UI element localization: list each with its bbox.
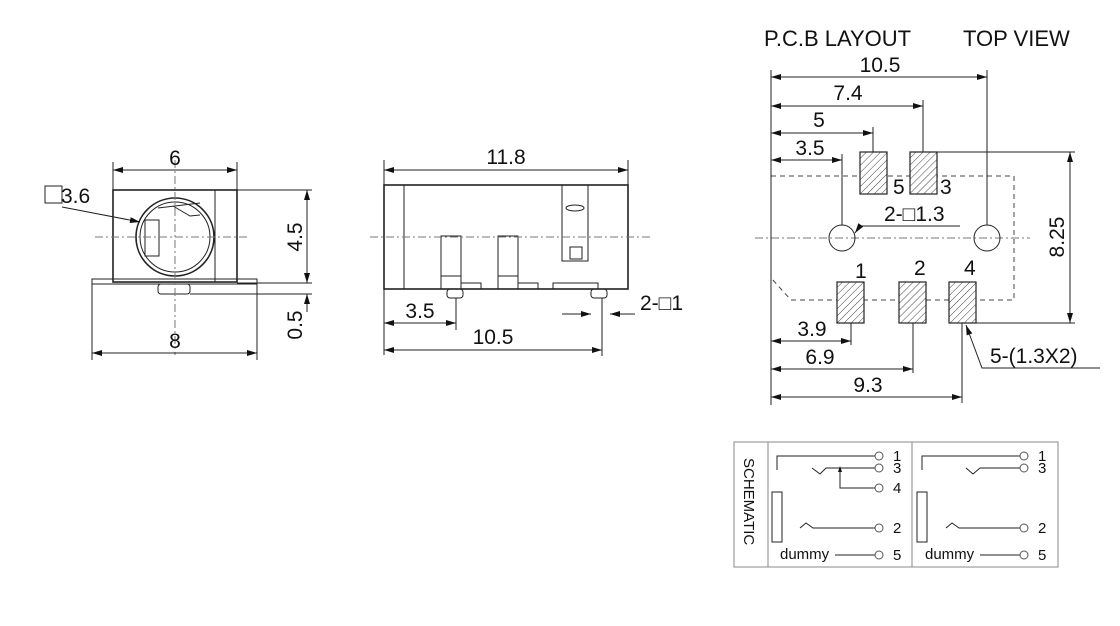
dim-height: 4.5 (284, 222, 307, 251)
pin-label: 1 (1038, 448, 1046, 465)
pad-5 (859, 151, 888, 195)
view-title: TOP VIEW (963, 26, 1070, 51)
pad-label: 2 (914, 257, 926, 280)
pad-4 (948, 281, 977, 324)
pad-label: 1 (855, 260, 867, 283)
dim-pin-size: 2-□1 (640, 292, 683, 315)
pad-label: 4 (964, 257, 976, 280)
dim-base: 8 (169, 330, 181, 353)
schematic: SCHEMATIC 1 3 4 2 5 dummy 1 3 2 5 dummy (733, 441, 1059, 568)
pin-label: 3 (1038, 460, 1046, 477)
dim-width: 6 (169, 147, 181, 170)
dim-pin2: 10.5 (473, 326, 514, 349)
pcb-layout: P.C.B LAYOUT TOP VIEW 5 3 1 2 4 10.5 7.4… (755, 26, 1100, 405)
dim-length: 11.8 (486, 146, 525, 169)
dummy-label: dummy (925, 546, 975, 563)
pad-label: 5 (893, 176, 905, 199)
pin-label: 2 (1038, 520, 1046, 537)
pin-label: 1 (893, 448, 901, 465)
pad-label: 3 (940, 176, 952, 199)
dim-label: 3.5 (795, 137, 824, 160)
front-view: 6 4.5 0.5 8 3.6 (44, 147, 312, 360)
dim-label: 8.25 (1046, 217, 1069, 258)
pcb-title: P.C.B LAYOUT (764, 26, 911, 51)
pad-3 (909, 151, 938, 195)
pad-2 (898, 281, 927, 324)
hole-note: 2-□1.3 (884, 203, 945, 226)
dim-label: 10.5 (860, 54, 901, 77)
schematic-title: SCHEMATIC (740, 458, 757, 545)
dim-pin: 0.5 (284, 310, 307, 339)
dim-hole: 3.6 (61, 185, 90, 208)
pin-label: 2 (893, 520, 901, 537)
pin-label: 4 (893, 480, 901, 497)
pad-note: 5-(1.3X2) (990, 345, 1078, 368)
pad-1 (836, 281, 865, 324)
jack-body (112, 189, 238, 283)
dim-label: 5 (813, 109, 825, 132)
pin-label: 5 (1038, 547, 1046, 564)
dummy-label: dummy (780, 546, 830, 563)
dim-label: 6.9 (805, 346, 834, 369)
dim-pin1: 3.5 (405, 300, 434, 323)
dim-label: 7.4 (833, 82, 863, 105)
dim-label: 3.9 (797, 318, 826, 341)
dim-label: 9.3 (853, 374, 882, 397)
pin-label: 3 (893, 460, 901, 477)
side-view: 11.8 3.5 10.5 2-□1 (370, 146, 683, 356)
pin-label: 5 (893, 547, 901, 564)
